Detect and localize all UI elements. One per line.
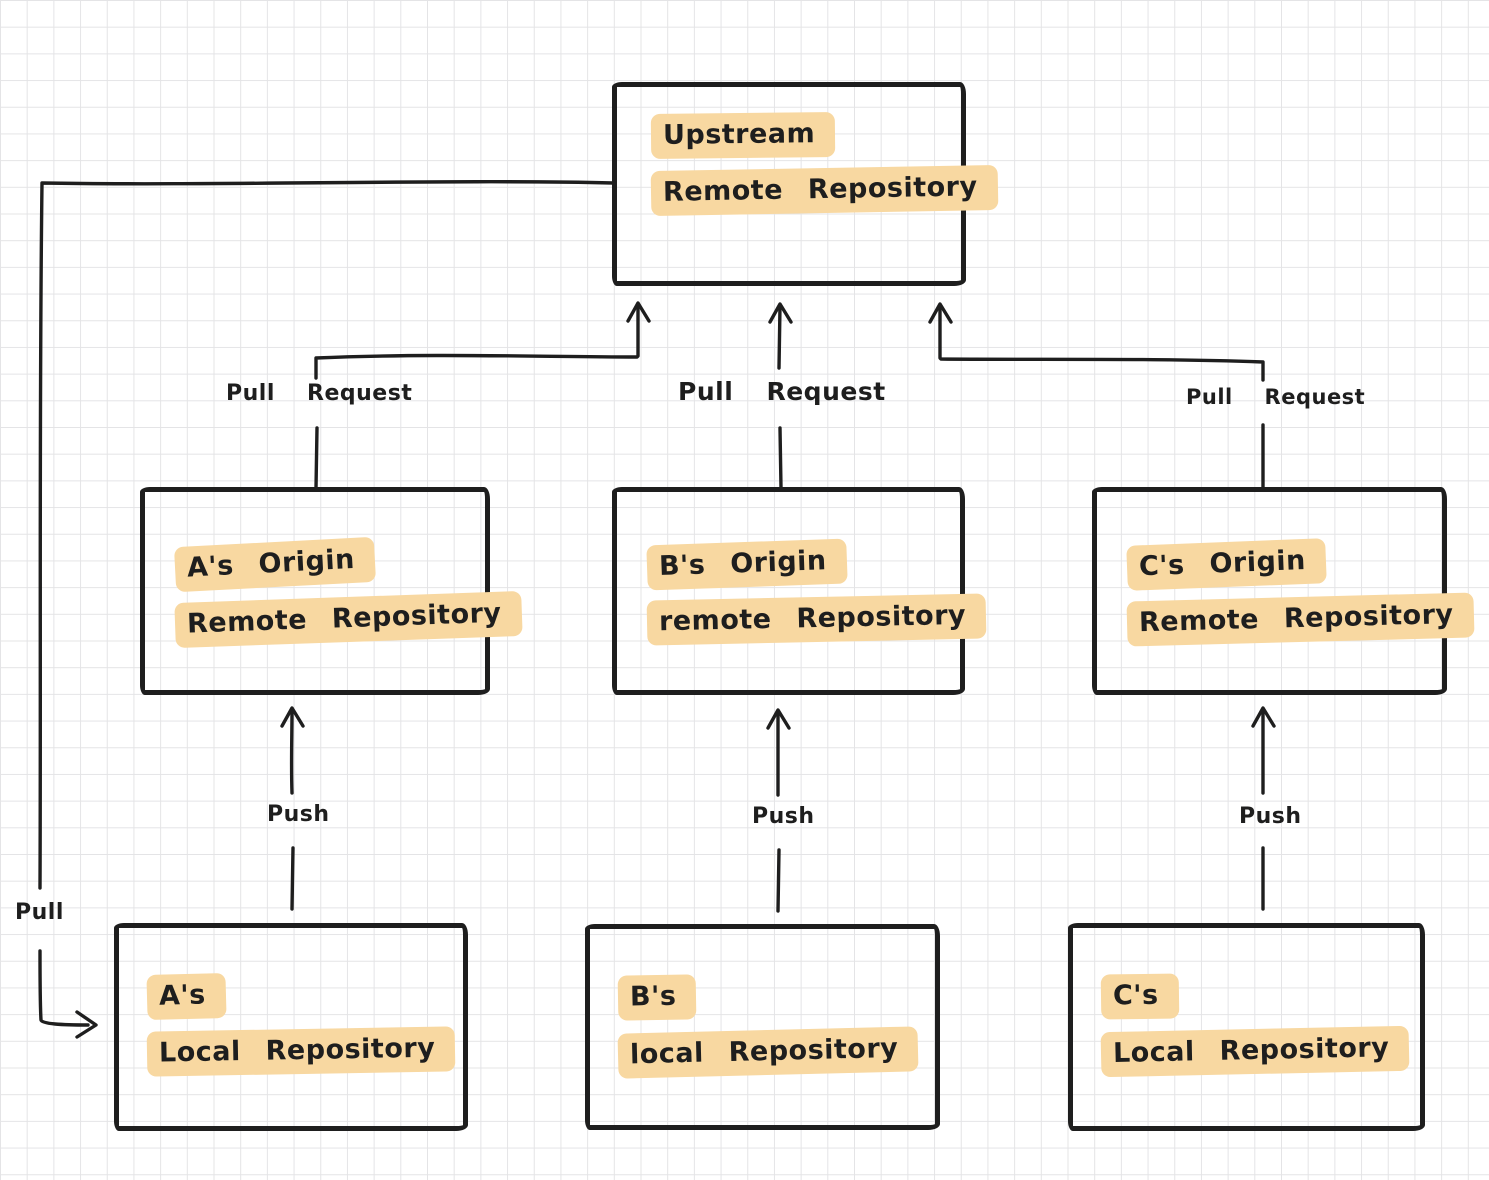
box-label: remote Repository (646, 593, 987, 646)
box-label-line: local Repository (617, 1026, 919, 1079)
box-label: Local Repository (146, 1026, 456, 1077)
c-local-repository-box[interactable]: C's Local Repository (1068, 923, 1425, 1131)
box-label: Upstream (650, 112, 836, 159)
box-label: A's Origin (173, 536, 377, 593)
a-local-repository-box[interactable]: A's Local Repository (114, 923, 468, 1131)
push-arrow-a[interactable] (290, 846, 295, 911)
pull-request-arrow-a[interactable] (314, 426, 319, 490)
pull-request-arrowhead-b[interactable] (768, 302, 793, 324)
box-label-line: Remote Repository (650, 164, 998, 217)
box-label-line: remote Repository (646, 593, 987, 646)
pull-arrow-line[interactable] (38, 949, 90, 1027)
pull-arrowhead[interactable] (75, 1010, 98, 1039)
box-label-line: B's Origin (646, 538, 848, 591)
push-arrowhead-a[interactable] (280, 706, 305, 728)
pull-request-label-b[interactable]: Pull Request (678, 377, 886, 406)
push-arrowhead-b[interactable] (766, 708, 791, 730)
box-label-line: Remote Repository (1126, 592, 1475, 647)
box-label: B's (617, 974, 697, 1021)
box-label-line: C's (1100, 973, 1179, 1020)
box-label: Remote Repository (650, 164, 998, 217)
a-origin-remote-repository-box[interactable]: A's Origin Remote Repository (140, 487, 523, 695)
box-label-line: A's Origin (173, 536, 377, 593)
box-label-line: Remote Repository (174, 590, 523, 649)
pull-request-arrow-b[interactable] (777, 304, 782, 370)
box-label-line: Local Repository (146, 1026, 456, 1077)
pull-arrow-line[interactable] (38, 180, 615, 890)
box-label: C's (1100, 973, 1179, 1020)
pull-request-arrow-a[interactable] (314, 306, 640, 380)
pull-request-arrow-c[interactable] (938, 306, 1265, 382)
pull-request-arrowhead-c[interactable] (928, 302, 953, 324)
box-label: Local Repository (1100, 1025, 1410, 1078)
box-label: local Repository (617, 1026, 919, 1079)
box-label-line: Upstream (650, 112, 836, 159)
pull-request-label-a[interactable]: Pull Request (226, 381, 413, 406)
box-label: A's (146, 972, 227, 1021)
box-label-line: B's (617, 974, 697, 1021)
b-origin-remote-repository-box[interactable]: B's Origin remote Repository (612, 487, 987, 695)
box-label-line: Local Repository (1100, 1025, 1410, 1078)
pull-label[interactable]: Pull (15, 900, 64, 925)
box-label: Remote Repository (174, 590, 523, 649)
box-label-line: C's Origin (1126, 538, 1327, 591)
box-label: Remote Repository (1126, 592, 1475, 647)
b-local-repository-box[interactable]: B's local Repository (585, 924, 940, 1130)
push-label-b[interactable]: Push (752, 804, 815, 829)
push-label-c[interactable]: Push (1239, 804, 1302, 829)
push-arrow-b[interactable] (776, 848, 781, 913)
push-arrowhead-c[interactable] (1251, 706, 1276, 728)
pull-request-arrow-b[interactable] (778, 426, 783, 490)
push-label-a[interactable]: Push (267, 802, 330, 827)
box-label: B's Origin (646, 538, 848, 591)
c-origin-remote-repository-box[interactable]: C's Origin Remote Repository (1092, 487, 1475, 695)
upstream-remote-repository-box[interactable]: Upstream Remote Repository (612, 82, 998, 286)
box-label: C's Origin (1126, 538, 1327, 591)
pull-request-label-c[interactable]: Pull Request (1186, 385, 1366, 409)
box-label-line: A's (146, 972, 227, 1021)
pull-request-arrowhead-a[interactable] (626, 301, 651, 323)
